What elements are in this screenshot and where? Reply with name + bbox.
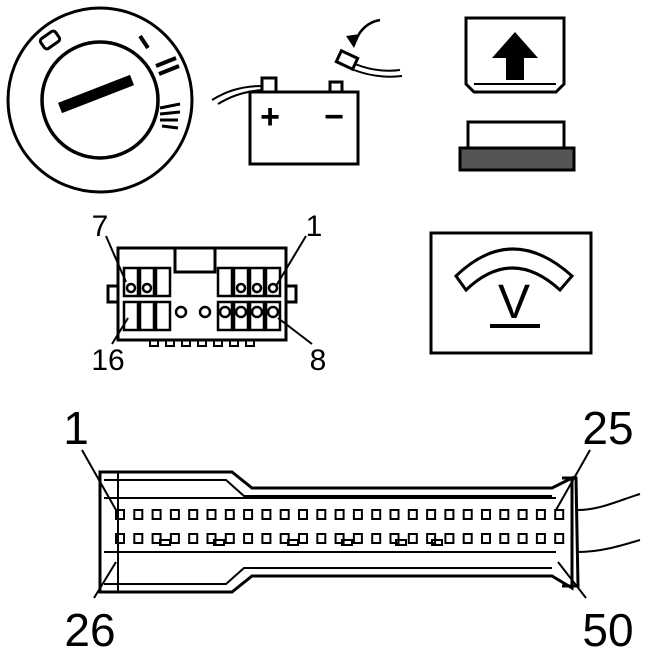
pin-cell — [298, 509, 308, 520]
pin-8-label: 8 — [310, 344, 327, 377]
pin-cell — [115, 533, 125, 544]
pin-50-label: 50 — [582, 604, 633, 656]
pin-cell — [407, 509, 418, 520]
pin-cell — [389, 509, 400, 520]
connector-50-top-pins — [115, 509, 565, 520]
pin-cell — [535, 533, 546, 544]
pin-cell — [371, 509, 382, 520]
pin-cell — [316, 533, 327, 544]
pin-key — [431, 539, 443, 546]
pin-cell — [481, 509, 491, 520]
pin-26-label: 26 — [64, 604, 115, 656]
pin-key — [395, 539, 407, 546]
pin-cell — [151, 533, 162, 544]
connector-50-bottom-pins — [115, 533, 565, 546]
pin-cell — [188, 509, 199, 520]
pin-cell — [481, 533, 491, 544]
pin-key — [159, 539, 171, 546]
pin-cell — [334, 509, 345, 520]
pin-cell — [224, 509, 235, 520]
battery-minus-label: − — [324, 98, 344, 136]
pin-cell — [298, 533, 308, 544]
battery-plus-label: + — [260, 98, 280, 136]
pin-cell — [279, 533, 290, 544]
pin-cell — [554, 533, 565, 544]
pin-cell — [426, 509, 437, 520]
pin-cell — [554, 509, 565, 520]
pin-cell — [371, 533, 382, 544]
ignition-switch-icon — [6, 6, 194, 194]
pin-cell — [462, 533, 473, 544]
pin-cell — [224, 533, 235, 544]
pin-key — [341, 539, 353, 546]
pin-cell — [444, 509, 455, 520]
pin-7-label: 7 — [92, 210, 109, 243]
pin-cell — [188, 533, 199, 544]
voltmeter-symbol: V — [498, 276, 530, 329]
pin-cell — [261, 533, 272, 544]
position-iii-mark — [159, 102, 181, 130]
pin-1-label: 1 — [306, 210, 323, 243]
connector-50-pin-icon — [81, 449, 641, 599]
pin-cell — [169, 509, 180, 520]
position-ii-mark — [155, 56, 180, 76]
pin-16-label: 16 — [91, 344, 124, 377]
position-0-mark — [38, 29, 62, 51]
pin-cell — [243, 509, 254, 520]
pin-25-label: 25 — [582, 402, 633, 454]
pin-cell — [517, 509, 528, 520]
pin-cell — [115, 509, 125, 520]
pin-1-50-label: 1 — [63, 402, 89, 454]
pin-key — [287, 539, 299, 546]
battery-disconnect-icon — [211, 18, 403, 166]
pin-cell — [352, 533, 363, 544]
pin-cell — [389, 533, 400, 544]
pin-cell — [261, 509, 272, 520]
pin-cell — [535, 509, 546, 520]
pin-cell — [316, 509, 327, 520]
lift-arrow-icon — [458, 16, 576, 172]
voltmeter-icon — [429, 231, 593, 355]
pin-key — [213, 539, 225, 546]
pin-cell — [499, 533, 510, 544]
pin-cell — [444, 533, 455, 544]
pin-cell — [334, 533, 345, 544]
pin-cell — [133, 509, 144, 520]
pin-cell — [517, 533, 528, 544]
position-i-mark — [138, 34, 150, 50]
pin-cell — [407, 533, 418, 544]
pin-cell — [133, 533, 144, 544]
pin-cell — [206, 533, 217, 544]
pin-cell — [462, 509, 473, 520]
pin-cell — [352, 509, 363, 520]
connector-16-pin-icon — [105, 235, 313, 347]
pin-cell — [243, 533, 254, 544]
pin-cell — [499, 509, 510, 520]
pin-cell — [279, 509, 290, 520]
pin-cell — [151, 509, 162, 520]
pin-cell — [169, 533, 180, 544]
pin-cell — [206, 509, 217, 520]
